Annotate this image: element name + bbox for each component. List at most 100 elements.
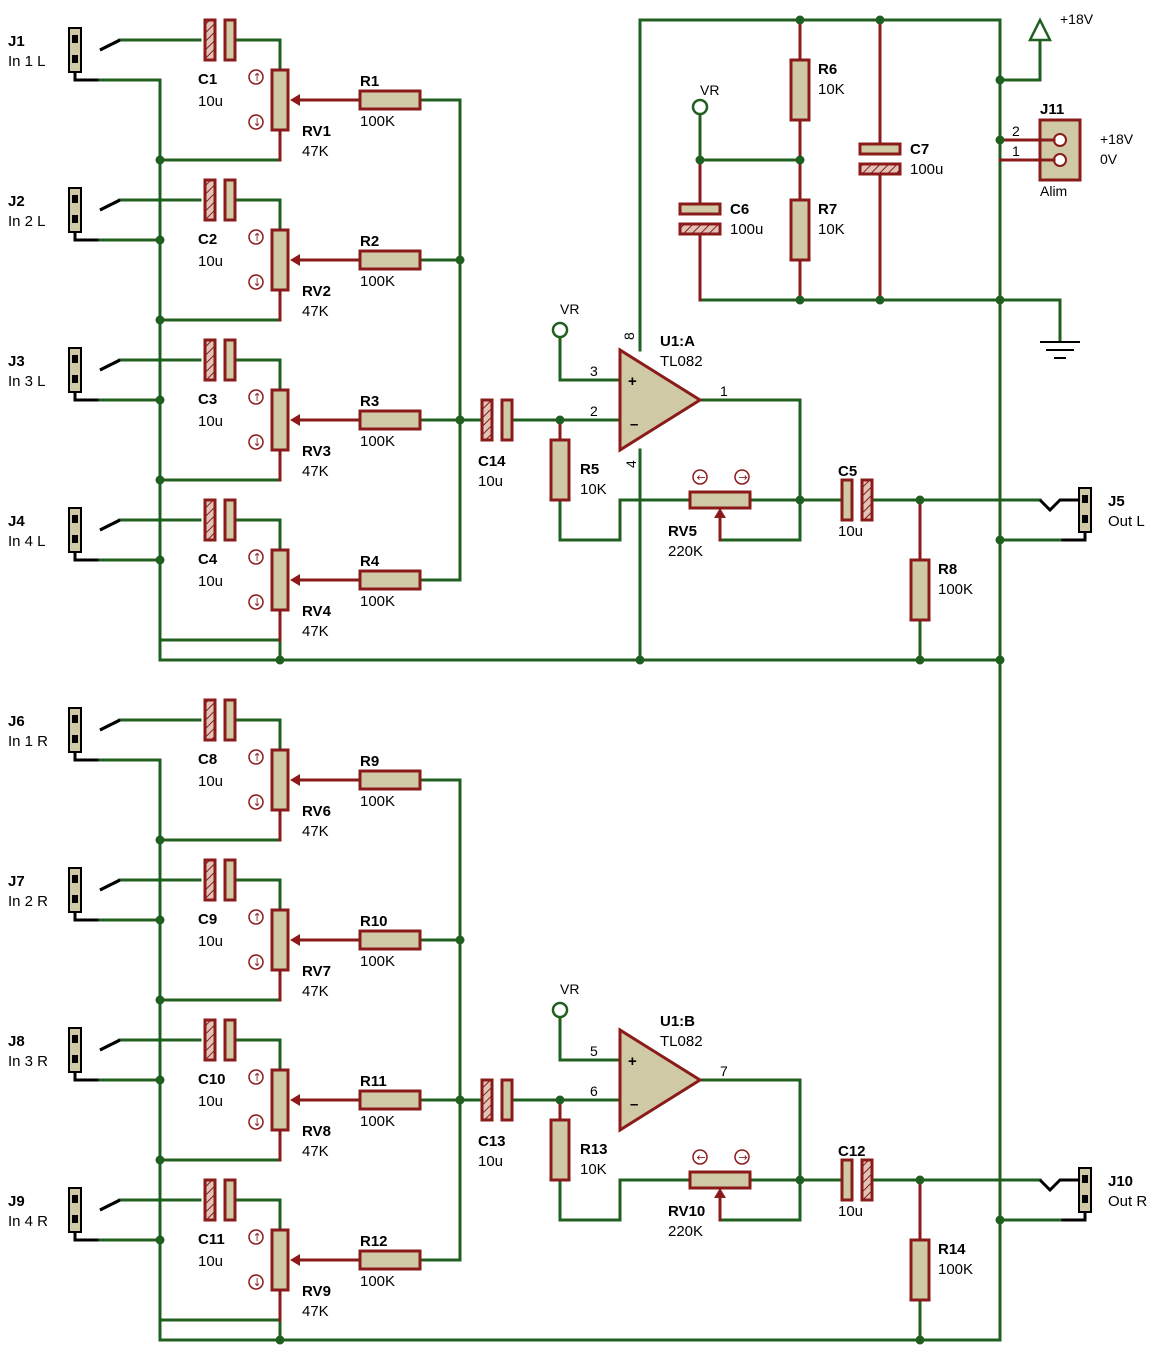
res-ref: R4 xyxy=(360,553,380,570)
input-jack-J4-pin-bottom xyxy=(72,535,78,543)
cap-ref: C12 xyxy=(838,1143,866,1160)
wiper-arrow xyxy=(290,1254,300,1266)
res-R3 xyxy=(358,409,422,431)
cap-C14-pos-plate xyxy=(500,398,514,442)
jack-label: In 4 L xyxy=(8,533,46,550)
opamp-U1:B xyxy=(618,1027,703,1133)
res-R14 xyxy=(909,1238,931,1302)
conn-pin1-num: 1 xyxy=(1012,143,1020,159)
wire xyxy=(418,778,462,1262)
pin-minus: 6 xyxy=(590,1083,598,1099)
pot-down-icon-glyph: ↓ xyxy=(253,436,262,449)
res-R12 xyxy=(358,1249,422,1271)
junction-dot xyxy=(155,1155,165,1165)
junctions xyxy=(155,15,1005,1345)
pot-RV2 xyxy=(270,228,290,292)
pot-ref: RV4 xyxy=(302,603,332,620)
vr-terminal xyxy=(551,321,569,339)
cap-value: 10u xyxy=(478,1153,503,1170)
junction-dot xyxy=(275,655,285,665)
pot-up-icon-glyph: ↑ xyxy=(253,1071,262,1084)
pot-ref: RV7 xyxy=(302,963,331,980)
cap-C9-pos-plate xyxy=(223,858,237,902)
cap-C1-neg-plate xyxy=(203,18,217,62)
wire xyxy=(698,398,802,502)
cap-value: 100u xyxy=(910,161,943,178)
jack-ground xyxy=(73,910,100,922)
cap-value: 10u xyxy=(198,1093,223,1110)
wire xyxy=(233,198,282,232)
jack-contact xyxy=(99,198,121,212)
junction-dot xyxy=(155,915,165,925)
jack-label: In 3 L xyxy=(8,373,46,390)
opamp-part: TL082 xyxy=(660,1033,703,1050)
jack-label: In 3 R xyxy=(8,1053,48,1070)
pot-value: 47K xyxy=(302,823,329,840)
pot-value: 47K xyxy=(302,983,329,1000)
jack-ground xyxy=(73,230,100,242)
junction-dot xyxy=(995,75,1005,85)
pot-ref: RV6 xyxy=(302,803,331,820)
jack-ref: J8 xyxy=(8,1033,25,1050)
out-jack-label: Out L xyxy=(1108,513,1145,530)
opamp-part: TL082 xyxy=(660,353,703,370)
cap-value: 10u xyxy=(198,933,223,950)
pin-out: 7 xyxy=(720,1063,728,1079)
junction-dot xyxy=(155,1235,165,1245)
pot-down-icon xyxy=(248,274,264,290)
wire xyxy=(558,1178,692,1222)
opamp-plus-sign: + xyxy=(628,373,637,390)
cap-C8-pos-plate xyxy=(223,698,237,742)
pot-value: 47K xyxy=(302,1143,329,1160)
wire xyxy=(233,878,282,912)
pot-up-icon xyxy=(248,549,264,565)
junction-dot xyxy=(455,415,465,425)
pot-ref: RV2 xyxy=(302,283,331,300)
cap-C11-pos-plate xyxy=(223,1178,237,1222)
cap-C3-neg-plate xyxy=(203,338,217,382)
wire xyxy=(233,358,282,392)
jack-ref: J6 xyxy=(8,713,25,730)
pot-RV1 xyxy=(270,68,290,132)
junction-dot xyxy=(455,935,465,945)
conn-pin2-num: 2 xyxy=(1012,123,1020,139)
pot-up-icon xyxy=(248,389,264,405)
wire xyxy=(718,1178,802,1222)
input-jack-J2-body xyxy=(68,187,82,233)
wiper-arrow xyxy=(290,254,300,266)
wiper-arrow xyxy=(290,774,300,786)
cap-value: 100u xyxy=(730,221,763,238)
jack-contact xyxy=(99,38,121,52)
junction-dot xyxy=(915,1335,925,1345)
res-value: 100K xyxy=(938,581,973,598)
opamp-ref: U1:B xyxy=(660,1013,695,1030)
cap-C2-neg-plate xyxy=(203,178,217,222)
cap-ref: C9 xyxy=(198,911,217,928)
wiper-arrow xyxy=(290,934,300,946)
res-value: 100K xyxy=(360,953,395,970)
res-R5 xyxy=(549,438,571,502)
junction-dot xyxy=(795,15,805,25)
pot-RV3 xyxy=(270,388,290,452)
wiper-arrow xyxy=(714,508,726,518)
wiper-arrow xyxy=(290,94,300,106)
pot-value: 47K xyxy=(302,1303,329,1320)
jack-label: In 1 R xyxy=(8,733,48,750)
input-jack-J7-body xyxy=(68,867,82,913)
input-jack-J3-body xyxy=(68,347,82,393)
pot-left-icon xyxy=(692,1149,708,1165)
res-value: 10K xyxy=(580,481,607,498)
pot-up-icon xyxy=(248,749,264,765)
res-ref: R3 xyxy=(360,393,379,410)
pot-down-icon-glyph: ↓ xyxy=(253,1276,262,1289)
res-R4 xyxy=(358,569,422,591)
pot-RV8 xyxy=(270,1068,290,1132)
input-jack-J3-pin-top xyxy=(72,355,78,363)
pot-down-icon xyxy=(248,1274,264,1290)
jack-ref: J7 xyxy=(8,873,25,890)
out-jack-ground xyxy=(1060,1210,1087,1222)
out-jack-ref: J5 xyxy=(1108,493,1125,510)
conn-pin2-label: +18V xyxy=(1100,131,1134,147)
junction-dot xyxy=(695,155,705,165)
